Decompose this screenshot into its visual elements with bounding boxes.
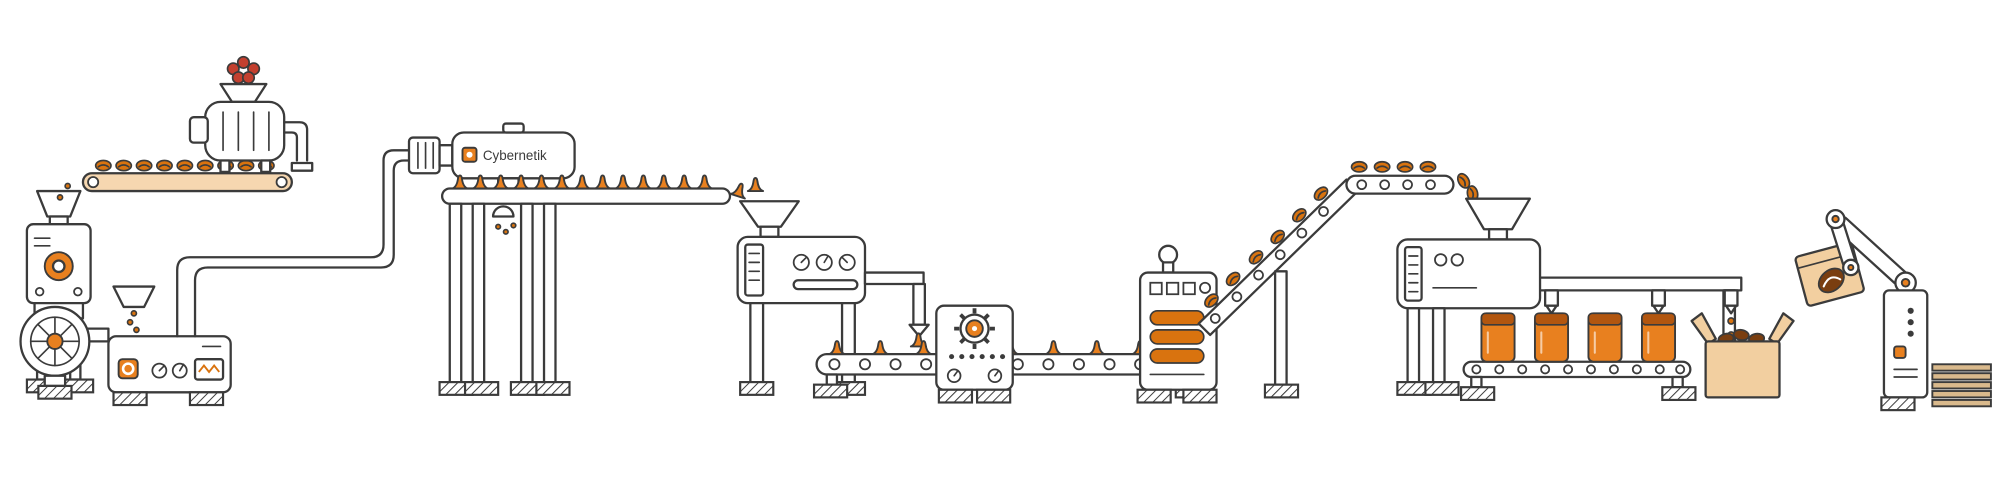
control-station [935, 304, 1014, 404]
roaster-machine [188, 55, 314, 174]
dispenser-nozzle-icon [908, 323, 930, 338]
brand-label: Cybernetik [483, 148, 547, 163]
pouch-conveyor [1459, 312, 1697, 402]
coffee-cherries-icon [226, 55, 261, 85]
crusher-mill-machine [19, 285, 232, 407]
beans-on-input-belt [94, 159, 275, 172]
gear-icon [954, 308, 995, 349]
heat-lamp-icon [491, 205, 515, 218]
robot-pedestal [1882, 289, 1929, 399]
pallet-stack [1931, 363, 1992, 408]
forming-machine [729, 177, 930, 396]
robot-arm [1794, 209, 1929, 412]
carton-box [1690, 312, 1795, 399]
heater-coils-icon [1149, 309, 1205, 364]
bean-logo-icon [1817, 267, 1845, 294]
extruder-machine: Cybernetik [407, 122, 576, 190]
lifting-ring-icon [1158, 244, 1179, 265]
input-belt-conveyor [81, 159, 293, 193]
incline-conveyor [1197, 160, 1480, 399]
brand-badge-icon [117, 358, 139, 380]
wrapping-machine [1136, 244, 1218, 404]
pouches [1480, 312, 1677, 363]
transfer-pipes [176, 149, 411, 338]
cooling-conveyor [438, 174, 732, 396]
